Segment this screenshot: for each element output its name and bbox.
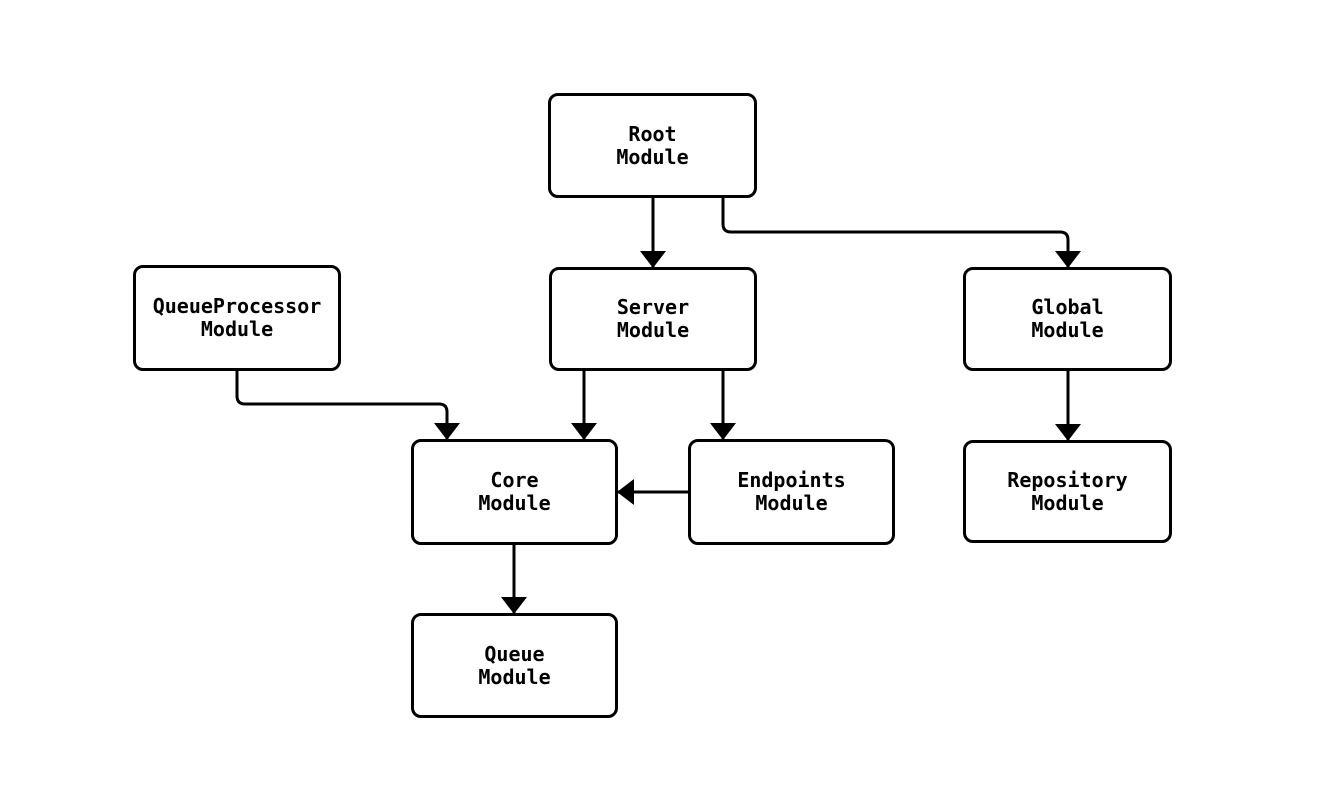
node-label: Global Module (1031, 295, 1104, 342)
node-label: Endpoints Module (737, 468, 846, 515)
node-queue-module: Queue Module (411, 613, 618, 718)
node-root-module: Root Module (548, 93, 757, 198)
edge-queueprocessor-to-core (235, 371, 460, 440)
node-label: QueueProcessor Module (152, 294, 322, 341)
node-queueprocessor-module: QueueProcessor Module (133, 265, 341, 371)
node-repository-module: Repository Module (963, 440, 1172, 543)
node-global-module: Global Module (963, 267, 1172, 371)
node-label: Core Module (478, 468, 551, 515)
node-endpoints-module: Endpoints Module (688, 439, 895, 545)
node-core-module: Core Module (411, 439, 618, 545)
edge-root-to-global (721, 198, 1081, 268)
node-label: Server Module (616, 295, 690, 342)
node-server-module: Server Module (549, 267, 757, 371)
node-label: Queue Module (478, 641, 551, 689)
node-label: Repository Module (1007, 467, 1128, 515)
node-label: Root Module (616, 121, 689, 169)
